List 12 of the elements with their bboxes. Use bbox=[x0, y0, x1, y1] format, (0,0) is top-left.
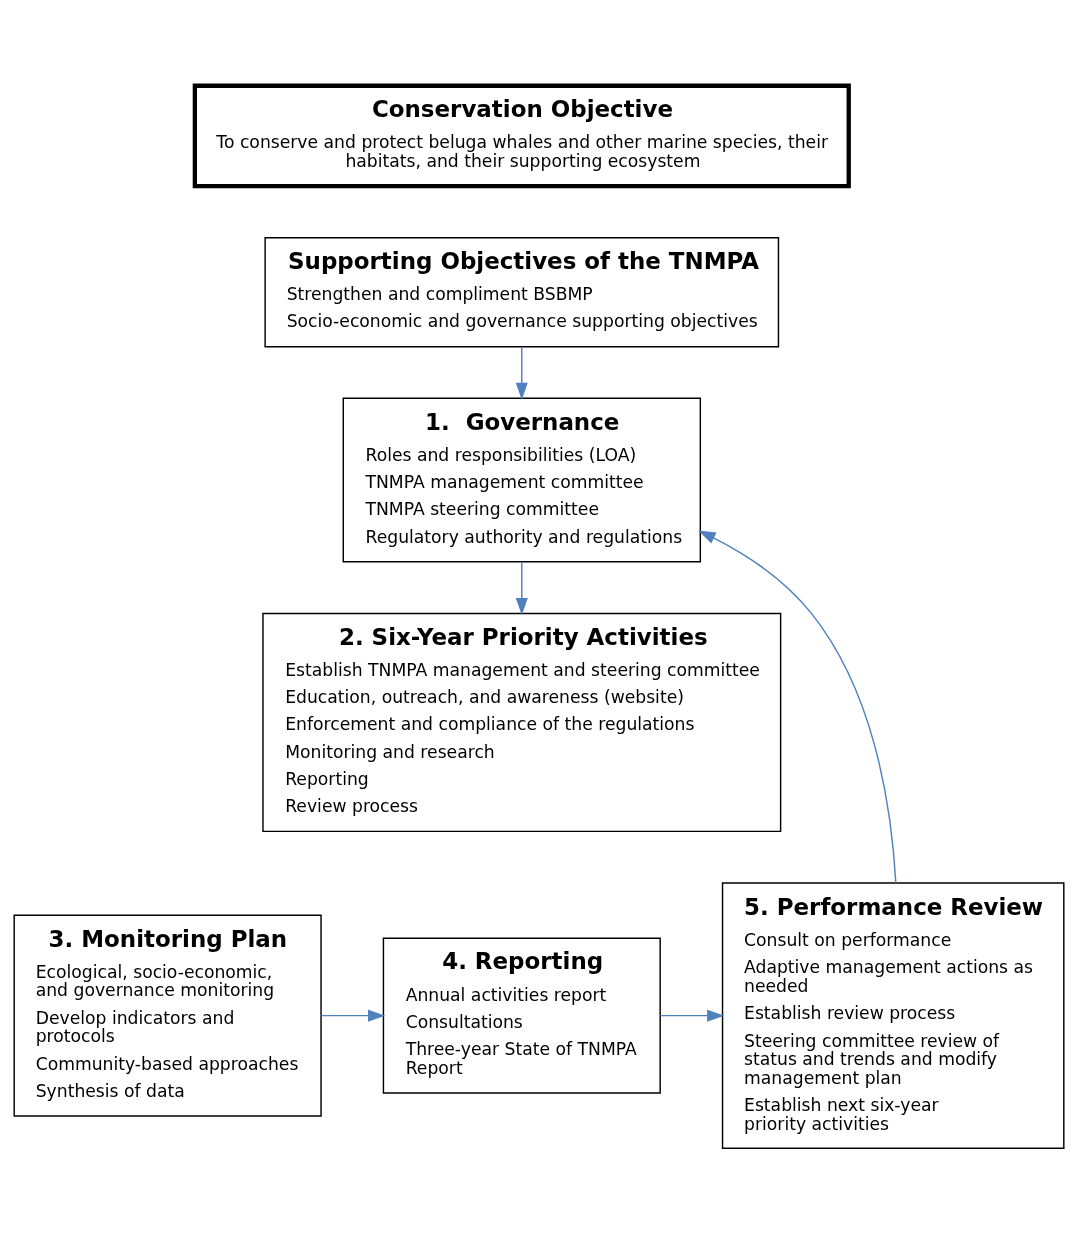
arrow bbox=[698, 530, 897, 884]
arrow bbox=[320, 1009, 386, 1022]
node-box: 1. Governance Roles and responsibilities (LOA) TNMPA management committee TNMPA steering committee Regulatory authority and regulations bbox=[342, 397, 702, 563]
node-box: Supporting Objectives of the TNMPA Strengthen and compliment BSBMP Socio-economic and governance supporting objectives bbox=[264, 237, 780, 348]
node-box: 5. Performance Review Consult on performance Adaptive management actions as needed Establish review process Steering committee review of status and trends and modify management plan Establish next six-year priority activities bbox=[721, 882, 1065, 1149]
node-box: Conservation Objective To conserve and protect beluga whales and other marine species, their habitats, and their supporting ecosystem bbox=[192, 83, 851, 189]
arrow bbox=[515, 561, 528, 616]
arrow bbox=[515, 346, 528, 400]
arrow bbox=[659, 1009, 725, 1022]
node-box: 4. Reporting Annual activities report Consultations Three-year State of TNMPA Report bbox=[382, 937, 661, 1094]
node-box: 2. Six-Year Priority Activities Establish TNMPA management and steering committee Education, outreach, and awareness (website) Enforcement and compliance of the regulations Monitoring and research Reporting Review process bbox=[262, 612, 782, 833]
node-box: 3. Monitoring Plan Ecological, socio-economic, and governance monitoring Develop indicators and protocols Community-based approaches Synthesis of data bbox=[13, 914, 322, 1117]
